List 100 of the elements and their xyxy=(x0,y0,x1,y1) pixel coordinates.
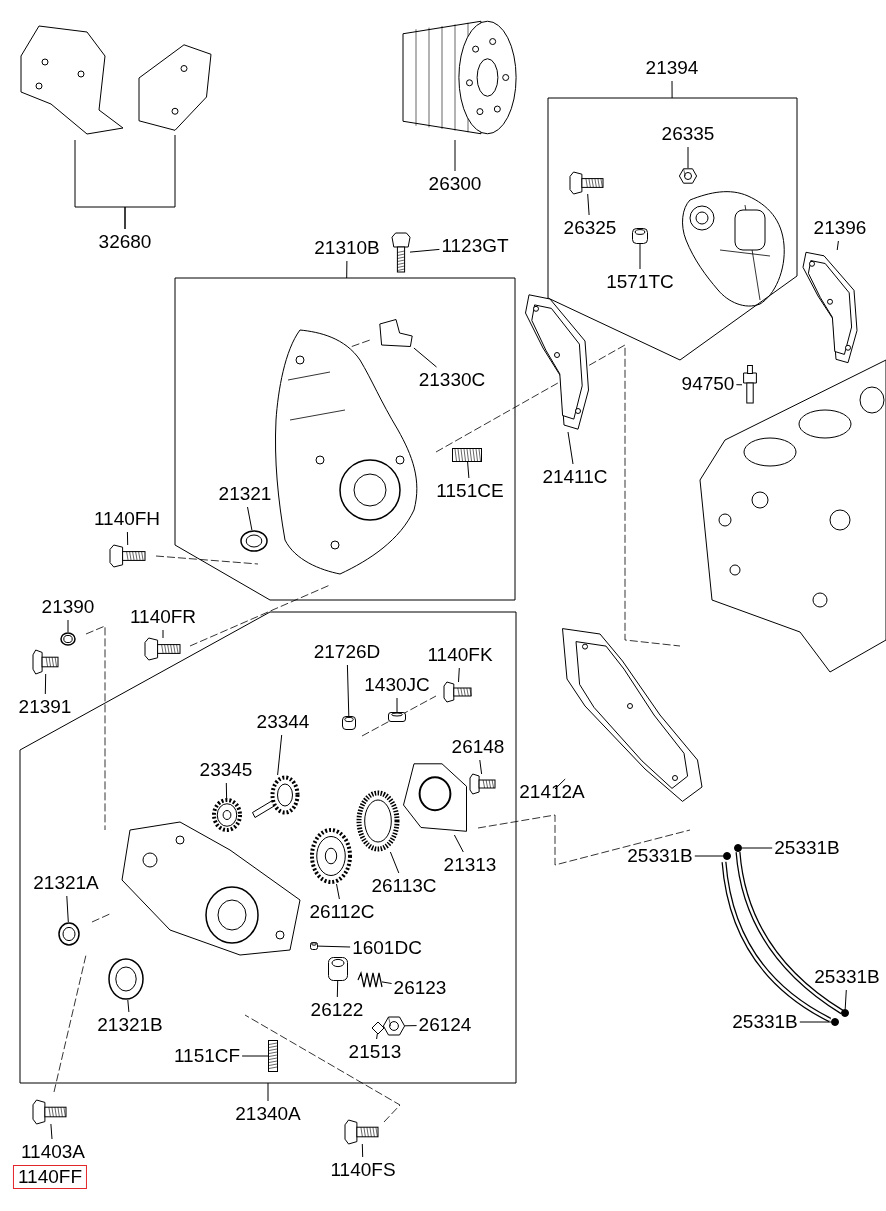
part-number: 1123GT xyxy=(441,235,509,257)
gear-drawing xyxy=(212,798,242,832)
part-number: 25331B xyxy=(627,845,693,867)
leader-line xyxy=(409,248,440,253)
part-number: 21513 xyxy=(348,1041,402,1063)
seal-ring-drawing xyxy=(108,958,144,1000)
leader-line xyxy=(66,895,69,923)
leader-line xyxy=(346,260,348,279)
pin-drawing xyxy=(388,712,406,722)
leader-line xyxy=(453,834,464,853)
leader-line xyxy=(336,883,340,900)
part-number: 25331B xyxy=(732,1011,798,1033)
part-number: 21726D xyxy=(313,641,381,663)
leader-line xyxy=(694,855,724,857)
leader-line xyxy=(735,384,743,386)
leader-line xyxy=(454,139,456,172)
leader-line xyxy=(336,980,339,998)
bolt-drawing xyxy=(392,233,410,273)
o-ring-drawing xyxy=(60,632,76,646)
part-number: 1140FS xyxy=(330,1159,396,1181)
part-number: 26335 xyxy=(661,123,715,145)
stud-drawing xyxy=(268,1040,278,1072)
part-number: 21390 xyxy=(41,596,95,618)
leader-line xyxy=(241,1055,269,1057)
gasket-drawing xyxy=(800,250,860,365)
leader-line xyxy=(458,667,460,683)
part-number: 21396 xyxy=(813,217,867,239)
part-number: 32680 xyxy=(98,231,152,253)
part-number: 1140FR xyxy=(129,606,197,628)
leader-line xyxy=(267,1082,269,1102)
plate-drawing xyxy=(400,760,470,835)
part-number: 21321A xyxy=(33,872,99,894)
seal-ring-drawing xyxy=(240,530,268,552)
leader-line xyxy=(467,461,470,479)
leader-line xyxy=(361,1143,364,1158)
part-number: 21340A xyxy=(235,1103,301,1125)
leader-line xyxy=(225,782,228,799)
leader-line xyxy=(799,1021,832,1023)
part-number: 11403A xyxy=(20,1141,86,1163)
part-number: 26300 xyxy=(428,173,482,195)
bolt-drawing xyxy=(444,682,472,702)
part-number: 1140FH xyxy=(93,508,161,530)
leader-line xyxy=(346,664,350,717)
leader-line xyxy=(567,431,574,465)
leader-line xyxy=(67,619,69,633)
spring-drawing xyxy=(358,972,382,988)
leader-line xyxy=(671,80,673,99)
bolt-drawing xyxy=(145,638,181,660)
part-number: 21411C xyxy=(542,466,608,488)
nut-drawing xyxy=(679,168,697,184)
ring-gear-drawing xyxy=(356,790,400,852)
leader-line xyxy=(844,989,847,1010)
part-number: 1571TC xyxy=(606,271,674,293)
leader-line xyxy=(741,847,773,849)
part-number: 21330C xyxy=(418,369,486,391)
part-number: 26122 xyxy=(310,999,364,1021)
part-number: 26123 xyxy=(393,977,447,999)
leader-line xyxy=(687,146,689,169)
part-number: 21394 xyxy=(645,57,699,79)
part-number: 1140FK xyxy=(427,644,493,666)
part-number: 1430JC xyxy=(364,674,430,696)
leader-line xyxy=(381,981,393,984)
leader-line xyxy=(50,1123,53,1140)
bolt-drawing xyxy=(570,172,604,194)
gear-drawing xyxy=(310,828,352,884)
bolt-drawing xyxy=(345,1120,379,1144)
part-number: 26148 xyxy=(451,736,505,758)
cap-dot xyxy=(734,844,742,852)
plug-drawing xyxy=(632,228,648,244)
plug-drawing xyxy=(33,650,59,674)
sensor-drawing xyxy=(742,365,758,405)
part-number: 25331B xyxy=(814,966,880,988)
plug-drawing xyxy=(310,942,318,950)
part-number: 1151CF xyxy=(173,1045,241,1067)
seal-ring-drawing xyxy=(58,922,80,946)
bolt-drawing xyxy=(470,774,496,794)
part-number: 21310B xyxy=(314,237,380,259)
part-number: 26112C xyxy=(309,901,375,923)
part-number: 1151CE xyxy=(436,480,504,502)
leader-line xyxy=(836,240,839,251)
leader-line xyxy=(127,999,130,1013)
part-number: 21321 xyxy=(218,483,272,505)
leader-line xyxy=(396,697,398,713)
leader-line xyxy=(479,759,483,775)
bracket-drawing xyxy=(378,318,414,348)
plug-drawing xyxy=(342,716,356,730)
part-number: 94750 xyxy=(681,373,735,395)
leader-line xyxy=(247,506,253,531)
gasket-drawing xyxy=(522,292,592,432)
sleeve-drawing xyxy=(328,957,348,981)
cap-dot xyxy=(723,852,731,860)
cap-dot xyxy=(831,1018,839,1026)
part-number: 23344 xyxy=(256,711,310,733)
leader-line xyxy=(44,673,47,695)
leader-line xyxy=(317,945,351,948)
leader-line xyxy=(639,243,641,270)
part-number: 1601DC xyxy=(352,937,422,959)
leader-line xyxy=(126,531,129,546)
leader-line xyxy=(404,1025,418,1027)
leader-line xyxy=(389,851,400,874)
